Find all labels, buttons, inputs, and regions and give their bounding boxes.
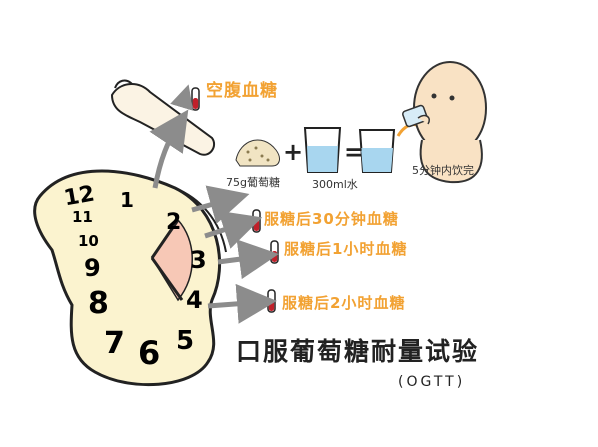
label-fasting: 空腹血糖 xyxy=(206,81,278,101)
arrow-to-glucose xyxy=(191,185,250,224)
clock-number-7: 7 xyxy=(104,326,125,361)
plus-sign: + xyxy=(283,138,304,166)
clock-number-4: 4 xyxy=(186,286,203,314)
equals-sign: = xyxy=(344,138,365,166)
page-title: 口服葡萄糖耐量试验 xyxy=(236,337,480,366)
arrows xyxy=(149,84,279,324)
arrow-30min xyxy=(204,210,263,249)
drinking-person-icon xyxy=(402,61,487,184)
clock-number-5: 5 xyxy=(176,326,195,356)
glucose-pile-icon xyxy=(235,139,280,167)
clock-number-3: 3 xyxy=(190,246,207,274)
clock-number-6: 6 xyxy=(138,334,161,372)
label-drink: 5分钟内饮完 xyxy=(412,164,474,177)
clock-number-1: 1 xyxy=(120,188,134,212)
arrow-2h xyxy=(207,283,277,324)
page-subtitle: (OGTT) xyxy=(398,374,466,390)
clock-number-9: 9 xyxy=(84,254,101,282)
clock-number-11: 11 xyxy=(72,208,93,226)
arrow-1h xyxy=(217,239,279,280)
clock-number-8: 8 xyxy=(88,286,109,321)
melting-clock-icon xyxy=(33,169,227,387)
label-30min: 服糖后30分钟血糖 xyxy=(264,210,399,228)
label-2h: 服糖后2小时血糖 xyxy=(282,294,406,312)
clock-number-12: 12 xyxy=(62,181,97,212)
water-glass-icon xyxy=(303,127,396,173)
clock-number-10: 10 xyxy=(78,232,99,250)
clock-number-2: 2 xyxy=(166,210,182,235)
label-1h: 服糖后1小时血糖 xyxy=(284,240,408,258)
label-glucose: 75g葡萄糖 xyxy=(226,176,280,189)
arrow-to-arm xyxy=(149,109,189,189)
label-water: 300ml水 xyxy=(312,178,358,191)
arrow-to-tube xyxy=(170,84,194,111)
